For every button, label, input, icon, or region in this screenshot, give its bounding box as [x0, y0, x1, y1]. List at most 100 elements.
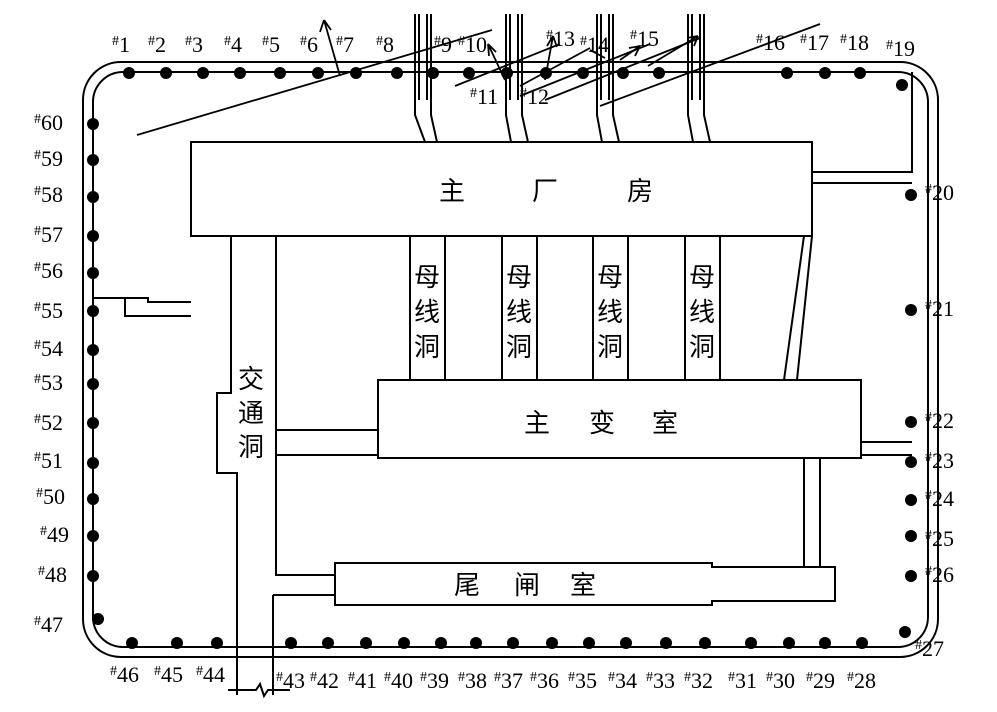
borehole-point-label: #50 [36, 484, 65, 509]
busbar-tunnel-label-char: 洞 [506, 333, 532, 363]
break-mark [228, 681, 290, 699]
borehole-point [87, 417, 99, 429]
borehole-point-label: #11 [470, 84, 498, 109]
borehole-point [87, 344, 99, 356]
borehole-point [854, 67, 866, 79]
borehole-point-label: #19 [886, 36, 915, 61]
borehole-point-label: #12 [520, 84, 549, 109]
busbar-tunnel-label-char: 母 [689, 263, 715, 293]
borehole-point [620, 637, 632, 649]
borehole-point [781, 67, 793, 79]
access-tunnel-label-char: 通 [238, 399, 264, 429]
main-transformer-room [377, 379, 862, 459]
borehole-point [905, 189, 917, 201]
borehole-point-label: #3 [185, 32, 203, 57]
busbar-tunnel-label-char: 线 [689, 298, 715, 328]
borehole-point-label: #42 [310, 668, 339, 693]
access-tunnel-label-char: 交 [238, 365, 264, 395]
borehole-point [546, 637, 558, 649]
borehole-point-label: #27 [915, 636, 944, 661]
main-powerhouse-label-char: 厂 [532, 177, 558, 207]
borehole-point-label: #45 [154, 662, 183, 687]
connector-tunnels [92, 72, 913, 567]
borehole-point [360, 637, 372, 649]
borehole-point-label: #35 [568, 668, 597, 693]
tailrace-gate-label-char: 室 [570, 571, 596, 601]
borehole-point [905, 456, 917, 468]
borehole-point [660, 637, 672, 649]
borehole-point [171, 637, 183, 649]
borehole-point [896, 79, 908, 91]
borehole-point [427, 67, 439, 79]
penstocks [414, 14, 711, 143]
borehole-point [699, 637, 711, 649]
busbar-tunnel-label-char: 线 [597, 298, 623, 328]
borehole-point [197, 67, 209, 79]
access-tunnel [216, 236, 335, 695]
borehole-point [905, 570, 917, 582]
borehole-point-label: #5 [262, 32, 280, 57]
borehole-point-label: #9 [434, 32, 452, 57]
borehole-point [653, 67, 665, 79]
busbar-tunnel-label-char: 线 [506, 298, 532, 328]
borehole-point-label: #32 [684, 668, 713, 693]
borehole-point-label: #52 [34, 410, 63, 435]
borehole-point [507, 637, 519, 649]
borehole-point [783, 637, 795, 649]
borehole-point [899, 626, 911, 638]
borehole-point-label: #41 [348, 668, 377, 693]
borehole-point [745, 637, 757, 649]
borehole-point-label: #23 [925, 448, 954, 473]
borehole-point [87, 230, 99, 242]
borehole-point-label: #39 [420, 668, 449, 693]
borehole-point-label: #58 [34, 182, 63, 207]
busbar-tunnels [409, 235, 721, 381]
borehole-point-label: #16 [756, 30, 785, 55]
borehole-point-label: #17 [800, 30, 829, 55]
left-adit [124, 297, 191, 317]
borehole-point [463, 67, 475, 79]
borehole-point-label: #60 [34, 110, 63, 135]
borehole-point [87, 493, 99, 505]
borehole-point [87, 154, 99, 166]
tailrace-gate-room [334, 562, 836, 606]
borehole-point-label: #49 [40, 522, 69, 547]
borehole-point [92, 613, 104, 625]
borehole-point-label: #10 [458, 32, 487, 57]
borehole-point-label: #26 [925, 562, 954, 587]
borehole-point-label: #18 [840, 30, 869, 55]
borehole-point [398, 637, 410, 649]
borehole-point-label: #53 [34, 370, 63, 395]
borehole-point-label: #34 [608, 668, 637, 693]
borehole-point [905, 494, 917, 506]
borehole-point-label: #44 [196, 662, 225, 687]
borehole-point-label: #20 [925, 180, 954, 205]
borehole-point [87, 118, 99, 130]
borehole-point [577, 67, 589, 79]
borehole-point [312, 67, 324, 79]
busbar-tunnel-label-char: 母 [506, 263, 532, 293]
borehole-point [583, 637, 595, 649]
borehole-point [905, 530, 917, 542]
borehole-point [819, 67, 831, 79]
borehole-point-label: #13 [546, 26, 575, 51]
borehole-point-label: #22 [925, 408, 954, 433]
busbar-tunnel-label-char: 母 [414, 263, 440, 293]
borehole-point-label: #4 [224, 32, 242, 57]
borehole-point [540, 67, 552, 79]
borehole-point-label: #47 [34, 612, 63, 637]
access-tunnel-label-char: 洞 [238, 433, 264, 463]
borehole-point-label: #7 [336, 32, 354, 57]
main-transformer-label-char: 主 [524, 409, 550, 439]
busbar-tunnel-label-char: 洞 [689, 333, 715, 363]
borehole-point-label: #56 [34, 258, 63, 283]
busbar-tunnel-label-char: 洞 [597, 333, 623, 363]
borehole-point [391, 67, 403, 79]
borehole-point-label: #15 [630, 26, 659, 51]
borehole-point [160, 67, 172, 79]
borehole-point [819, 637, 831, 649]
borehole-lines [136, 19, 821, 136]
borehole-point [87, 530, 99, 542]
tailrace-gate-label-char: 尾 [454, 571, 480, 601]
